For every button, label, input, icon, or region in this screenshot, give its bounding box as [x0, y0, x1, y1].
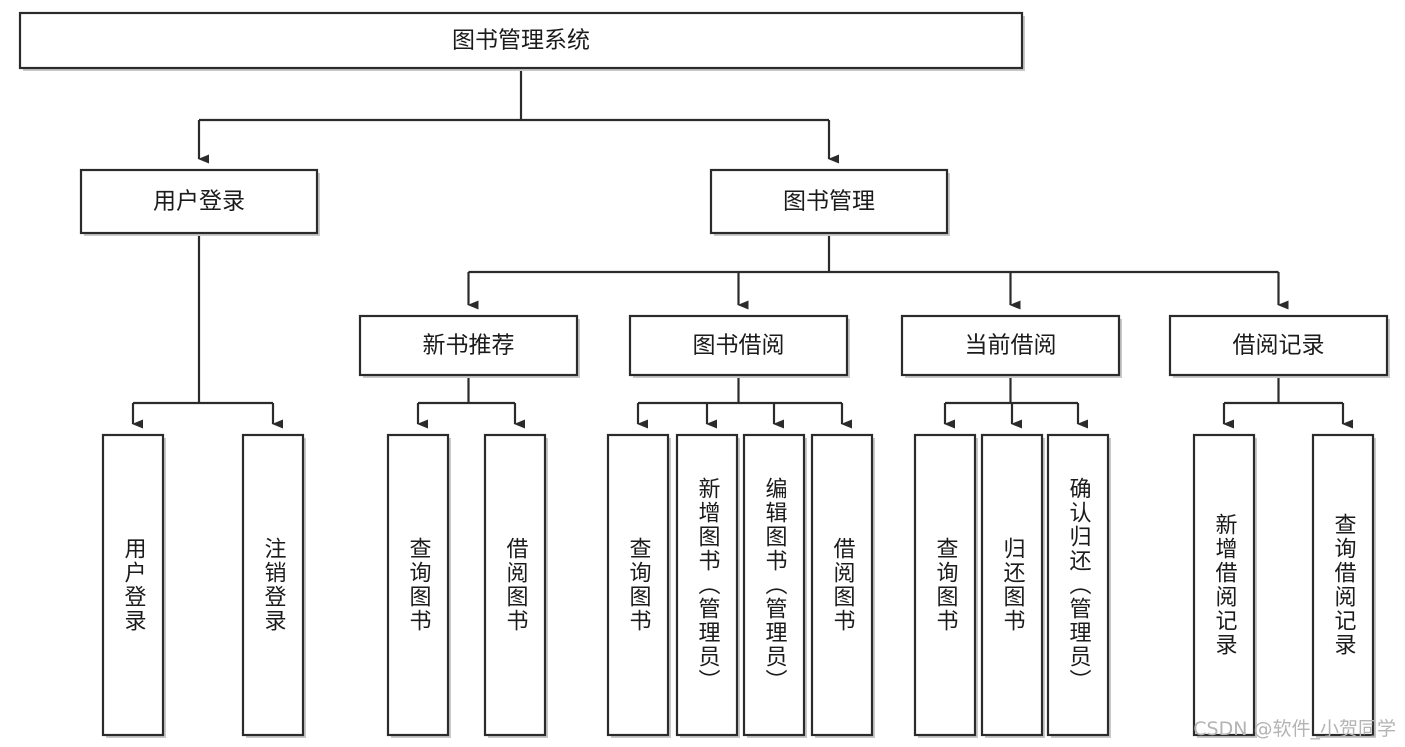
- node-l2-record[interactable]: 借阅记录: [1168, 314, 1390, 378]
- node-box[interactable]: [386, 433, 450, 737]
- node-label: 查询图书: [406, 537, 432, 633]
- node-box[interactable]: [810, 433, 874, 737]
- node-leaf-bq-query[interactable]: 查询图书: [606, 433, 671, 738]
- node-leaf-rec-query[interactable]: 查询借阅记录: [1311, 433, 1376, 738]
- node-box[interactable]: [709, 168, 949, 235]
- node-box[interactable]: [913, 433, 977, 737]
- node-label: 注销登录: [261, 537, 287, 633]
- node-box[interactable]: [1192, 433, 1256, 737]
- node-l2-new[interactable]: 新书推荐: [358, 314, 580, 378]
- node-box[interactable]: [900, 314, 1121, 377]
- node-box[interactable]: [675, 433, 739, 737]
- node-box[interactable]: [606, 433, 670, 737]
- node-leaf-user-login[interactable]: 用户登录: [101, 433, 166, 738]
- node-box[interactable]: [1168, 314, 1389, 377]
- node-box[interactable]: [628, 314, 849, 377]
- node-label: 新增图书（管理员）: [695, 477, 721, 693]
- node-l1-book[interactable]: 图书管理: [709, 168, 950, 236]
- node-label: 查询图书: [626, 537, 652, 633]
- edge-layer: [131, 68, 1353, 429]
- node-label: 借阅记录: [1233, 333, 1325, 359]
- csdn-watermark: CSDN @软件_小贺同学: [1193, 718, 1396, 740]
- node-box[interactable]: [241, 433, 305, 737]
- node-leaf-new-borrow[interactable]: 借阅图书: [483, 433, 548, 738]
- node-label: 确认归还（管理员）: [1066, 477, 1092, 693]
- node-leaf-cur-return[interactable]: 归还图书: [980, 433, 1045, 738]
- node-box[interactable]: [1311, 433, 1375, 737]
- node-layer: 图书管理系统用户登录图书管理新书推荐图书借阅当前借阅借阅记录用户登录注销登录查询…: [18, 11, 1390, 738]
- node-leaf-bq-add[interactable]: 新增图书（管理员）: [675, 433, 740, 738]
- node-leaf-cur-query[interactable]: 查询图书: [913, 433, 978, 738]
- node-box[interactable]: [980, 433, 1044, 737]
- node-leaf-bq-edit[interactable]: 编辑图书（管理员）: [742, 433, 807, 738]
- node-label: 借阅图书: [830, 537, 856, 633]
- node-l1-user[interactable]: 用户登录: [79, 168, 320, 236]
- node-box[interactable]: [483, 433, 547, 737]
- node-box[interactable]: [18, 11, 1024, 70]
- node-leaf-user-logout[interactable]: 注销登录: [241, 433, 306, 738]
- node-label: 归还图书: [1000, 537, 1026, 633]
- node-box[interactable]: [742, 433, 806, 737]
- node-box[interactable]: [358, 314, 579, 377]
- node-label: 编辑图书（管理员）: [762, 477, 788, 693]
- node-label: 借阅图书: [503, 537, 529, 633]
- node-label: 新书推荐: [423, 333, 515, 359]
- node-label: 用户登录: [153, 189, 245, 215]
- node-label: 用户登录: [121, 537, 147, 633]
- node-box[interactable]: [101, 433, 165, 737]
- node-root[interactable]: 图书管理系统: [18, 11, 1025, 71]
- node-label: 图书借阅: [693, 333, 785, 359]
- node-leaf-bq-borrow[interactable]: 借阅图书: [810, 433, 875, 738]
- node-label: 查询图书: [933, 537, 959, 633]
- node-box[interactable]: [1046, 433, 1110, 737]
- node-l2-current[interactable]: 当前借阅: [900, 314, 1122, 378]
- node-label: 图书管理系统: [452, 28, 590, 54]
- node-leaf-cur-confirm[interactable]: 确认归还（管理员）: [1046, 433, 1111, 738]
- node-label: 新增借阅记录: [1212, 513, 1238, 657]
- node-leaf-rec-add[interactable]: 新增借阅记录: [1192, 433, 1257, 738]
- node-box[interactable]: [79, 168, 319, 235]
- node-l2-borrow[interactable]: 图书借阅: [628, 314, 850, 378]
- node-leaf-new-query[interactable]: 查询图书: [386, 433, 451, 738]
- node-label: 图书管理: [783, 189, 875, 215]
- node-label: 当前借阅: [965, 333, 1057, 359]
- node-label: 查询借阅记录: [1331, 513, 1357, 657]
